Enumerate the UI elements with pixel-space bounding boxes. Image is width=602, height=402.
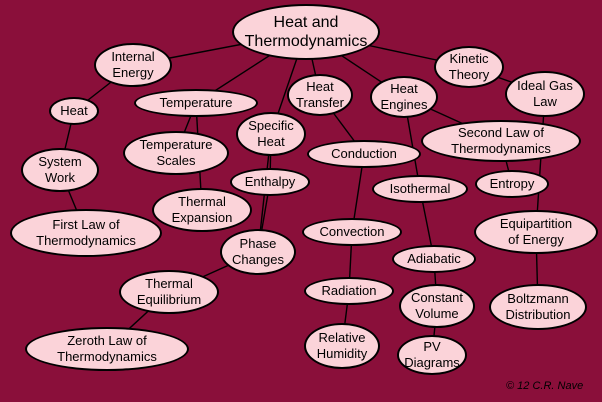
node-heat-engines[interactable]: Heat Engines xyxy=(370,76,438,118)
node-radiation[interactable]: Radiation xyxy=(304,277,394,305)
copyright-icon: © xyxy=(506,380,515,392)
node-specific-heat[interactable]: Specific Heat xyxy=(236,112,306,156)
node-thermal-equilibrium[interactable]: Thermal Equilibrium xyxy=(119,270,219,314)
node-pv-diagrams[interactable]: PV Diagrams xyxy=(397,335,467,375)
node-heat-transfer[interactable]: Heat Transfer xyxy=(287,74,353,116)
connector-line xyxy=(535,93,546,233)
node-relative-humidity[interactable]: Relative Humidity xyxy=(304,323,380,369)
node-heat-and-thermodynamics[interactable]: Heat and Thermodynamics xyxy=(232,4,380,60)
node-thermal-expansion[interactable]: Thermal Expansion xyxy=(152,188,252,232)
node-constant-volume[interactable]: Constant Volume xyxy=(399,284,475,328)
node-entropy[interactable]: Entropy xyxy=(475,170,549,198)
node-zeroth-law-of-thermodynamics[interactable]: Zeroth Law of Thermodynamics xyxy=(25,327,189,371)
node-boltzmann-distribution[interactable]: Boltzmann Distribution xyxy=(489,284,587,330)
node-kinetic-theory[interactable]: Kinetic Theory xyxy=(434,46,504,88)
node-temperature[interactable]: Temperature xyxy=(134,89,258,117)
node-isothermal[interactable]: Isothermal xyxy=(372,175,468,203)
node-second-law-of-thermodynamics[interactable]: Second Law of Thermodynamics xyxy=(421,120,581,162)
node-adiabatic[interactable]: Adiabatic xyxy=(392,245,476,273)
node-enthalpy[interactable]: Enthalpy xyxy=(230,168,310,196)
node-phase-changes[interactable]: Phase Changes xyxy=(220,229,296,275)
node-equipartition-of-energy[interactable]: Equipartition of Energy xyxy=(474,210,598,254)
node-temperature-scales[interactable]: Temperature Scales xyxy=(123,131,229,175)
credit-text: 12 C.R. Nave xyxy=(517,380,584,392)
node-system-work[interactable]: System Work xyxy=(21,148,99,192)
node-convection[interactable]: Convection xyxy=(302,218,402,246)
node-first-law-of-thermodynamics[interactable]: First Law of Thermodynamics xyxy=(10,209,162,257)
node-conduction[interactable]: Conduction xyxy=(307,140,421,168)
node-heat[interactable]: Heat xyxy=(49,97,99,125)
copyright-credit: © 12 C.R. Nave xyxy=(506,380,583,392)
node-internal-energy[interactable]: Internal Energy xyxy=(94,43,172,87)
node-ideal-gas-law[interactable]: Ideal Gas Law xyxy=(505,71,585,117)
